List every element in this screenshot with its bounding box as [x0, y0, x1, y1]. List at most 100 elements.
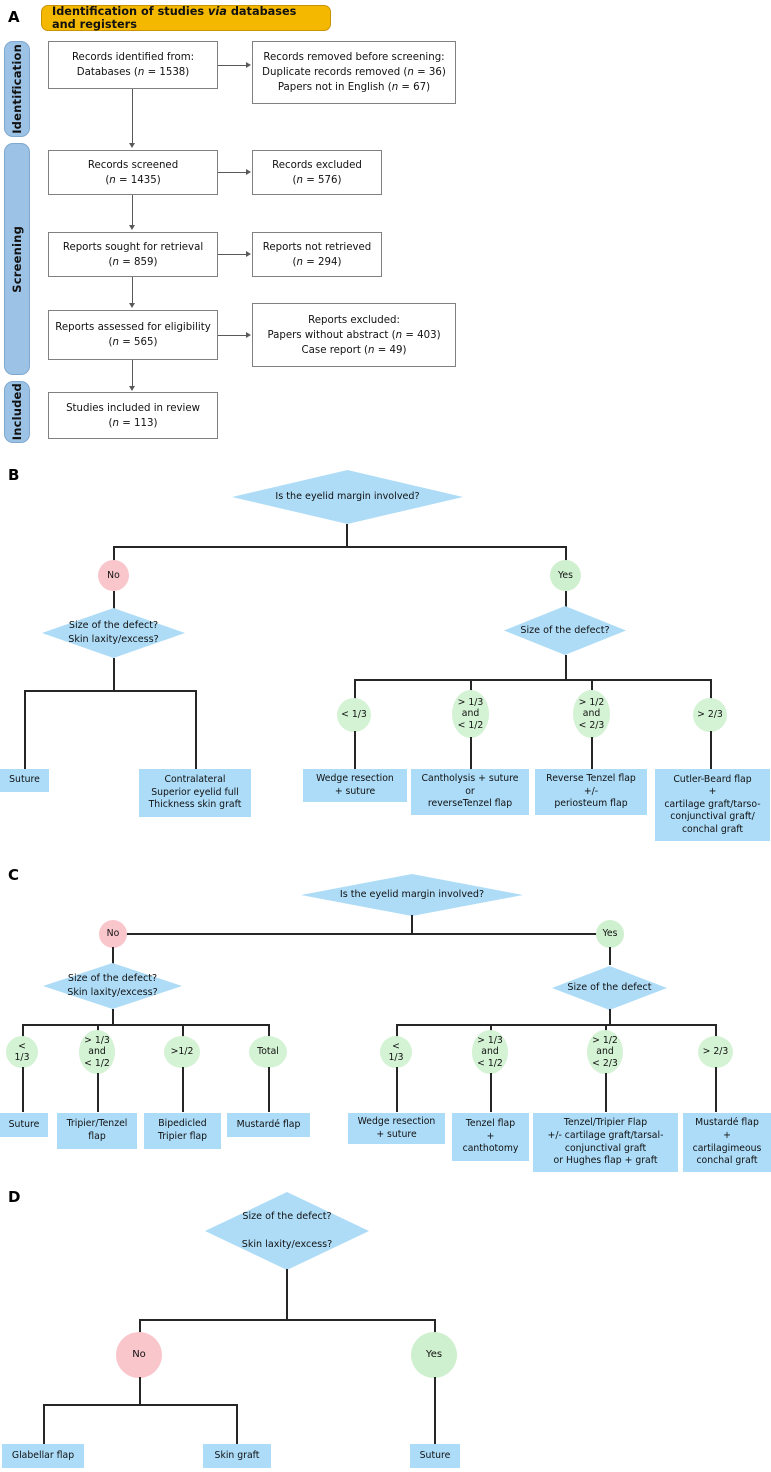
connector-sought-to-assessed [132, 277, 133, 303]
reports-assessed-line2: (n = 565) [108, 337, 158, 348]
stage-identification-label: Identification [10, 44, 24, 134]
arrow-sought-to-notretrieved [246, 250, 251, 257]
panelB-right-leg-1 [354, 679, 356, 699]
panelC-no-node: No [99, 920, 127, 948]
prisma-box-records-identified: Records identified from: Databases (n = … [48, 41, 218, 89]
panelC-right-diamond-label: Size of the defect [567, 982, 652, 993]
panelC-left-size2-to-outcome [97, 1073, 99, 1112]
reports-excluded-line1: Reports excluded: [308, 314, 400, 326]
panel-letter-c: C [8, 866, 20, 884]
reports-excluded-line2: Papers without abstract (n = 403) [267, 329, 441, 341]
panelC-left-outcome-mustarde: Mustardé flap [227, 1113, 310, 1137]
panelB-outcome-cantholysis: Cantholysis + suture or reverseTenzel fl… [411, 769, 529, 815]
panelB-left-diamond: Size of the defect? Skin laxity/excess? [42, 608, 185, 658]
panelB-right-split [354, 679, 711, 681]
connector-identified-to-screened [132, 89, 133, 143]
panelB-left-leg-1 [24, 690, 26, 770]
panelD-root-label: Size of the defect? Skin laxity/excess? [241, 1211, 333, 1250]
panelC-right-size-node-1: < 1/3 [380, 1036, 412, 1068]
panelC-right-outcome-mustarde-conchal: Mustardé flap + cartilagimeous conchal g… [683, 1113, 771, 1172]
panelD-root-split [139, 1319, 435, 1321]
arrow-screened-to-excluded [246, 168, 251, 175]
panelC-left-outcome-bipedicled: Bipedicled Tripier flap [144, 1113, 221, 1149]
panelC-left-size-node-1: < 1/3 [6, 1036, 38, 1068]
prisma-box-records-screened: Records screened (n = 1435) [48, 150, 218, 195]
panelC-right-leg-1 [396, 1024, 398, 1037]
reports-excluded-line3: Case report (n = 49) [301, 344, 407, 356]
panelD-outcome-skin-graft: Skin graft [203, 1444, 271, 1468]
panelC-right-size1-to-outcome [396, 1067, 398, 1112]
panelB-root-label: Is the eyelid margin involved? [275, 491, 420, 502]
connector-assessed-to-included [132, 360, 133, 386]
stage-screening: Screening [4, 143, 30, 375]
connector-sought-to-notretrieved [218, 254, 246, 255]
records-identified-line2: Databases (n = 1538) [76, 67, 190, 78]
panelD-no-leg [139, 1319, 141, 1338]
panelB-left-split [24, 690, 196, 692]
prisma-box-reports-not-retrieved: Reports not retrieved (n = 294) [252, 232, 382, 277]
panelD-no-stem [139, 1377, 141, 1405]
panelD-outcome-suture: Suture [410, 1444, 460, 1468]
panelC-left-diamond-stem [112, 1009, 114, 1025]
studies-included-line2: (n = 113) [108, 417, 158, 429]
panelC-left-size-node-4: Total [249, 1036, 287, 1068]
panelC-root-split [126, 933, 611, 935]
reports-not-retrieved-line1: Reports not retrieved [262, 241, 372, 253]
panelC-left-diamond: Size of the defect? Skin laxity/excess? [43, 963, 182, 1009]
panelD-yes-stem [434, 1377, 436, 1445]
records-excluded-line1: Records excluded [272, 159, 362, 171]
stage-identification: Identification [4, 41, 30, 137]
panel-letter-a: A [8, 8, 20, 26]
panelD-no-label: No [132, 1349, 146, 1361]
connector-screened-to-excluded [218, 172, 246, 173]
panelC-left-leg-3 [182, 1024, 184, 1037]
panelC-root-stem [411, 915, 413, 934]
panel-letter-b: B [8, 466, 20, 484]
arrow-assessed-to-included [128, 386, 135, 391]
panelB-outcome-contralateral-graft: Contralateral Superior eyelid full Thick… [139, 769, 251, 817]
panelC-no-to-diamond [112, 947, 114, 965]
panelB-outcome-reverse-tenzel: Reverse Tenzel flap +/- periosteum flap [535, 769, 647, 815]
panelB-yes-label: Yes [557, 569, 573, 581]
studies-included-line1: Studies included in review [66, 402, 200, 414]
panelC-yes-label: Yes [602, 928, 618, 940]
panelC-left-size1-to-outcome [22, 1067, 24, 1112]
panelC-right-diamond: Size of the defect [552, 966, 667, 1010]
records-removed-line3: Papers not in English (n = 67) [277, 82, 431, 93]
panelC-right-leg-4 [715, 1024, 717, 1037]
panelC-right-size2-to-outcome [490, 1073, 492, 1112]
arrow-identified-to-screened [128, 143, 135, 148]
panelB-left-diamond-label: Size of the defect? Skin laxity/excess? [68, 620, 159, 645]
arrow-sought-to-assessed [128, 303, 135, 308]
arrow-assessed-to-reportsexcluded [246, 331, 251, 338]
panelB-outcome-suture: Suture [0, 769, 49, 792]
panelB-left-leg-2 [195, 690, 197, 770]
panelB-size-node-3: > 1/2 and < 2/3 [573, 690, 610, 738]
panelC-yes-to-diamond [609, 947, 611, 965]
stage-included: Included [4, 381, 30, 443]
panelC-right-size-node-4: > 2/3 [698, 1036, 733, 1068]
prisma-title-banner: Identification of studies via databases … [41, 5, 331, 31]
panelB-right-diamond: Size of the defect? [504, 606, 626, 655]
panelC-right-outcome-tenzel-tripier: Tenzel/Tripier Flap +/- cartilage graft/… [533, 1113, 678, 1172]
panelB-size2-to-outcome [470, 737, 472, 769]
panelC-right-size4-to-outcome [715, 1067, 717, 1112]
reports-assessed-line1: Reports assessed for eligibility [55, 322, 211, 333]
reports-not-retrieved-line2: (n = 294) [292, 256, 342, 268]
prisma-box-reports-sought: Reports sought for retrieval (n = 859) [48, 232, 218, 277]
panelC-left-size-node-2: > 1/3 and < 1/2 [79, 1030, 115, 1074]
panelD-no-node: No [116, 1332, 162, 1378]
panelC-left-leg-1 [22, 1024, 24, 1037]
panelB-right-leg-4 [710, 679, 712, 699]
records-removed-line2: Duplicate records removed (n = 36) [262, 67, 446, 78]
panelC-right-outcome-tenzel-canthotomy: Tenzel flap + canthotomy [452, 1113, 529, 1161]
prisma-box-studies-included: Studies included in review (n = 113) [48, 392, 218, 439]
panelC-right-outcome-wedge-resection: Wedge resection + suture [348, 1113, 445, 1144]
panelD-yes-leg [434, 1319, 436, 1338]
panelB-yes-to-diamond [565, 591, 567, 610]
panelB-size3-to-outcome [591, 737, 593, 769]
panelD-outcome-glabellar-flap: Glabellar flap [2, 1444, 84, 1468]
panelB-size4-to-outcome [710, 731, 712, 769]
panelC-root-diamond: Is the eyelid margin involved? [301, 874, 523, 916]
